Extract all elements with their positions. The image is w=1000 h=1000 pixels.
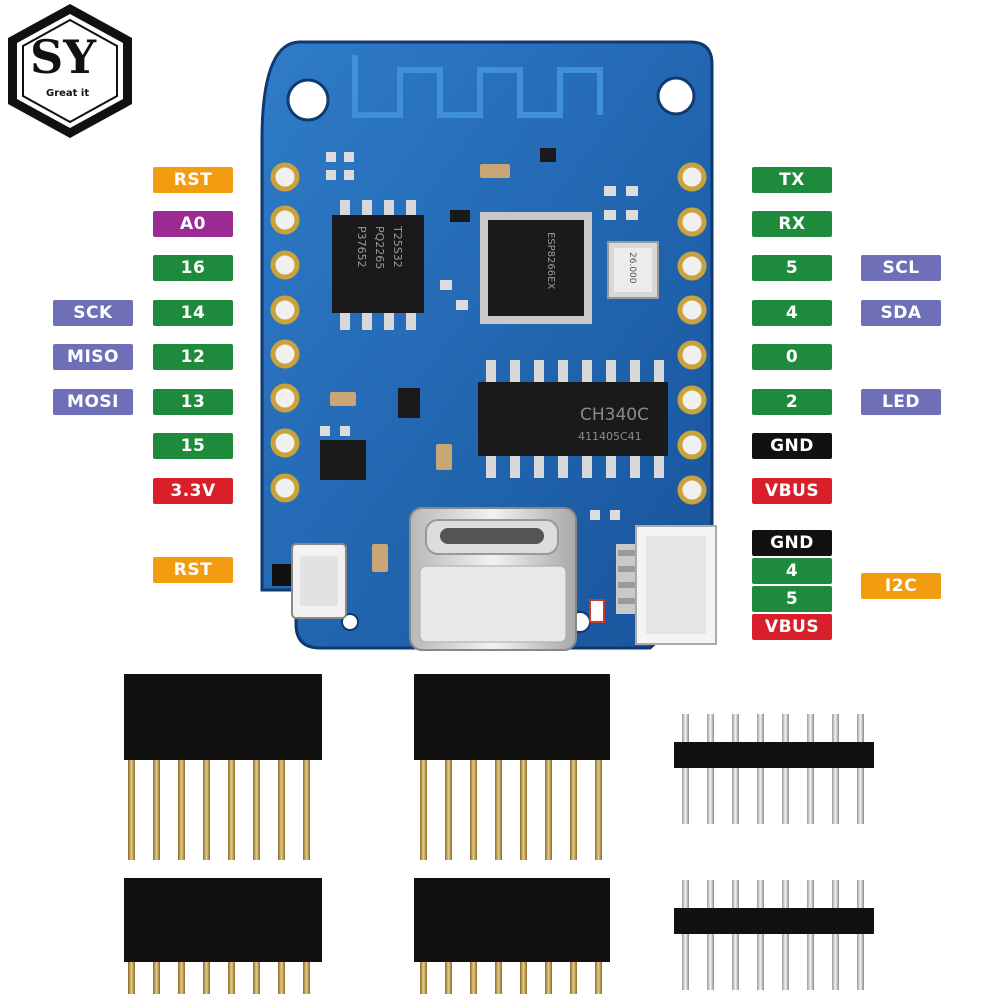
crystal: 26.000: [607, 241, 659, 299]
reset-button[interactable]: [272, 543, 347, 619]
i2c-pin-label-0: GND: [752, 530, 832, 556]
right-pin-holes: [677, 162, 707, 505]
brand-logo: SY Great it: [0, 0, 140, 140]
i2c-pin-label-1: 4: [752, 558, 832, 584]
i2c-group-label: I2C: [861, 573, 941, 599]
led-icon: [589, 599, 605, 623]
flash-chip: T25S32 PQ2265 P37652: [332, 200, 424, 330]
flash-code2: P37652: [355, 226, 368, 268]
pin-label-right-6: GND: [752, 433, 832, 459]
pin-alt-label-left-2: MOSI: [53, 389, 133, 415]
i2c-pin-label-3: VBUS: [752, 614, 832, 640]
hexagon-logo-icon: [8, 4, 132, 138]
esp8266-chip: ESP8266EX: [480, 212, 592, 324]
ch340-chip: CH340C 411405C41: [478, 360, 668, 478]
ch340-code: 411405C41: [578, 430, 642, 443]
pin-label-right-0: TX: [752, 167, 832, 193]
male-pin-header-top: [674, 714, 874, 824]
pin-label-left-4: 12: [153, 344, 233, 370]
ch340-marking: CH340C: [580, 405, 649, 425]
i2c-pin-label-2: 5: [752, 586, 832, 612]
mounting-hole-icon: [286, 78, 330, 122]
pin-label-right-1: RX: [752, 211, 832, 237]
logo-tagline: Great it: [46, 88, 90, 99]
pin-label-left-1: A0: [153, 211, 233, 237]
pin-alt-label-left-0: SCK: [53, 300, 133, 326]
pin-label-right-2: 5: [752, 255, 832, 281]
usb-c-port: [409, 507, 577, 651]
female-header-top-right: [414, 674, 610, 860]
pin-label-left-3: 14: [153, 300, 233, 326]
pin-label-right-5: 2: [752, 389, 832, 415]
pin-label-left-2: 16: [153, 255, 233, 281]
pin-label-right-4: 0: [752, 344, 832, 370]
reset-button-label: RST: [153, 557, 233, 583]
crystal-marking: 26.000: [627, 252, 637, 284]
female-header-bottom-left: [124, 878, 322, 994]
male-pin-header-bottom: [674, 880, 874, 990]
pin-alt-label-right-0: SCL: [861, 255, 941, 281]
pin-alt-label-right-1: SDA: [861, 300, 941, 326]
logo-letters: SY: [30, 30, 97, 84]
pin-label-right-7: VBUS: [752, 478, 832, 504]
flash-code: PQ2265: [373, 226, 386, 269]
esp-marking: ESP8266EX: [545, 232, 556, 289]
pin-label-left-7: 3.3V: [153, 478, 233, 504]
mounting-hole-icon: [656, 76, 696, 116]
left-pin-holes: [270, 162, 300, 503]
pin-label-left-6: 15: [153, 433, 233, 459]
i2c-connector: [616, 525, 717, 645]
flash-marking: T25S32: [391, 225, 404, 268]
pcb-board: T25S32 PQ2265 P37652 ESP8266EX 26.000: [260, 40, 717, 651]
female-header-top-left: [124, 674, 322, 860]
pin-label-right-3: 4: [752, 300, 832, 326]
female-header-bottom-right: [414, 878, 610, 994]
pin-label-left-0: RST: [153, 167, 233, 193]
pin-alt-label-left-1: MISO: [53, 344, 133, 370]
pin-alt-label-right-2: LED: [861, 389, 941, 415]
pin-label-left-5: 13: [153, 389, 233, 415]
